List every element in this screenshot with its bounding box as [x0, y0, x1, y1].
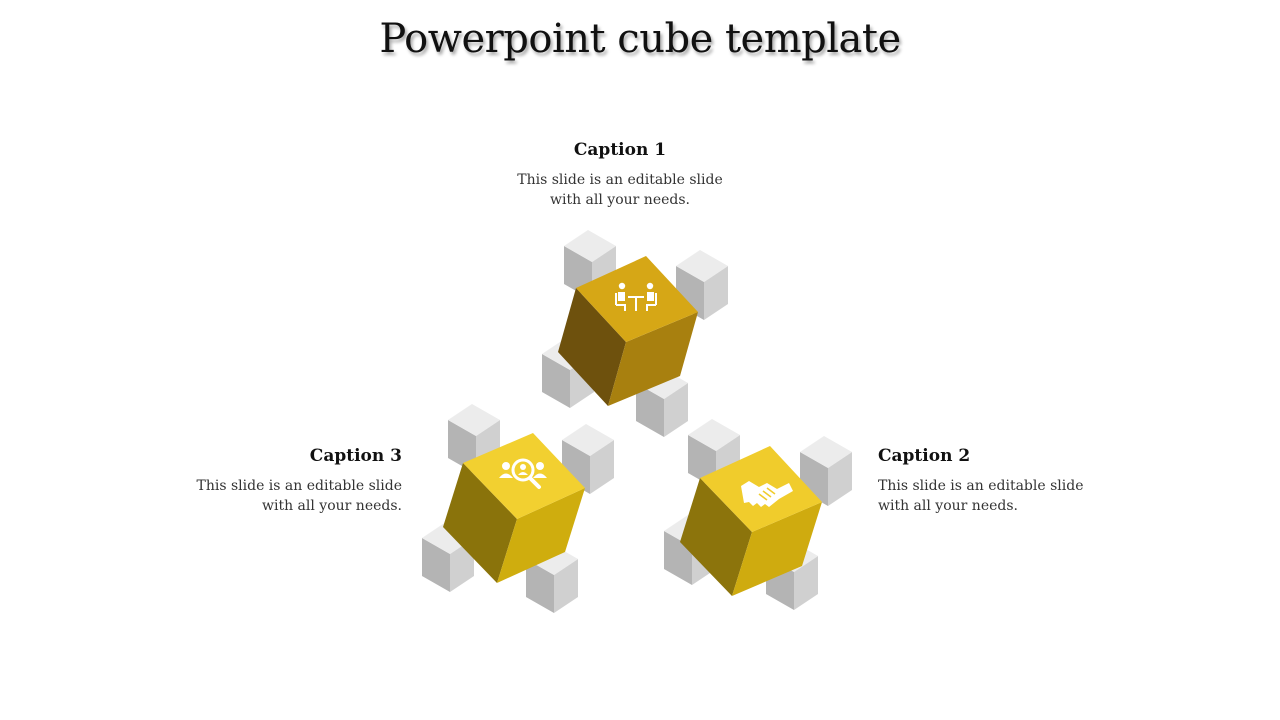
caption-2: Caption 2 This slide is an editable slid… [878, 446, 1118, 516]
gray-cube-3c-left-face [422, 538, 450, 592]
caption-1-title: Caption 1 [573, 140, 667, 160]
gray-cube-3d [526, 543, 578, 613]
main-cube-3-top-face [463, 433, 585, 519]
caption-1: Caption 1 This slide is an editable slid… [500, 140, 740, 210]
gray-cube-1b-top-face [676, 250, 728, 282]
gray-cube-3c-top-face [422, 522, 474, 554]
main-cube-1-right-face [608, 312, 698, 406]
gray-cube-2b-right-face [828, 452, 852, 506]
cube-cluster-1 [542, 230, 728, 437]
gray-cube-3b-right-face [590, 440, 614, 494]
cube-cluster-2 [664, 419, 852, 610]
gray-cube-3d-right-face [554, 559, 578, 613]
meeting-icon [615, 282, 657, 311]
gray-cube-2b [800, 436, 852, 506]
caption-2-title: Caption 2 [878, 446, 971, 466]
caption-3-title: Caption 3 [309, 446, 402, 466]
gray-cube-2a-top-face [688, 419, 740, 451]
gray-cube-1d-left-face [636, 383, 664, 437]
handshake-icon [741, 481, 793, 507]
cube-cluster-3 [422, 404, 614, 613]
gray-cube-2b-top-face [800, 436, 852, 468]
main-cube-1-left-face [558, 288, 626, 406]
caption-2-text: This slide is an editable slide with all… [878, 478, 1084, 514]
caption-1-text: This slide is an editable slide with all… [517, 172, 723, 208]
caption-3: Caption 3 This slide is an editable slid… [162, 446, 403, 516]
main-cube-3-right-face [497, 488, 585, 583]
gray-cube-1a-top-face [564, 230, 616, 262]
main-cube-2-left-face [680, 478, 752, 596]
gray-cube-1b-right-face [704, 266, 728, 320]
slide-title: Powerpoint cube template [379, 16, 901, 62]
main-cube-3-left-face [443, 463, 517, 583]
gray-cube-3d-left-face [526, 559, 554, 613]
gray-cube-1c-left-face [542, 354, 570, 408]
main-cube-2-right-face [732, 502, 822, 596]
main-cube-3 [443, 433, 585, 583]
gray-cube-2d-right-face [794, 556, 818, 610]
gray-cube-1d-right-face [664, 383, 688, 437]
caption-3-text: This slide is an editable slide with all… [196, 478, 403, 514]
search-people-icon [499, 458, 547, 489]
gray-cube-3b-top-face [562, 424, 614, 456]
gray-cube-3a-top-face [448, 404, 500, 436]
